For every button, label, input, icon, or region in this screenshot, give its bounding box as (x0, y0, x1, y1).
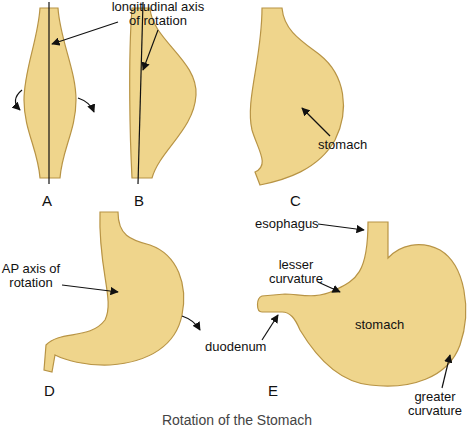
stomach-c (250, 8, 343, 185)
part-label: stomach (318, 138, 367, 152)
axis-label: AP axis of rotation (0, 262, 62, 290)
leader-line (62, 285, 118, 292)
axis-label: longitudinal axis of rotation (110, 0, 206, 28)
figure-caption: Rotation of the Stomach (0, 412, 474, 428)
leader-line (262, 315, 278, 340)
stomach-tube-b (130, 8, 196, 178)
stomach-d (44, 212, 184, 372)
leader-line (52, 22, 118, 44)
part-label: esophagus (255, 217, 319, 231)
leader-line (143, 30, 158, 70)
axis-line-a (48, 2, 49, 184)
panel-letter: D (44, 382, 55, 399)
rotation-arrow (15, 90, 22, 110)
panel-letter: C (290, 192, 301, 209)
rotation-arrow (78, 98, 94, 112)
stomach-e (258, 222, 466, 386)
part-label: lesser curvature (258, 258, 334, 286)
part-label: greater curvature (398, 390, 472, 418)
panel-letter: E (268, 382, 278, 399)
panel-letter: B (134, 192, 144, 209)
leader-line (318, 224, 364, 230)
leader-line (302, 108, 330, 136)
stomach-tube-a (24, 8, 76, 178)
axis-line-b (138, 2, 143, 184)
part-label: duodenum (205, 340, 266, 354)
rotation-arrow (182, 316, 200, 330)
part-label: stomach (355, 318, 404, 332)
leader-line (442, 355, 450, 388)
panel-letter: A (42, 192, 52, 209)
